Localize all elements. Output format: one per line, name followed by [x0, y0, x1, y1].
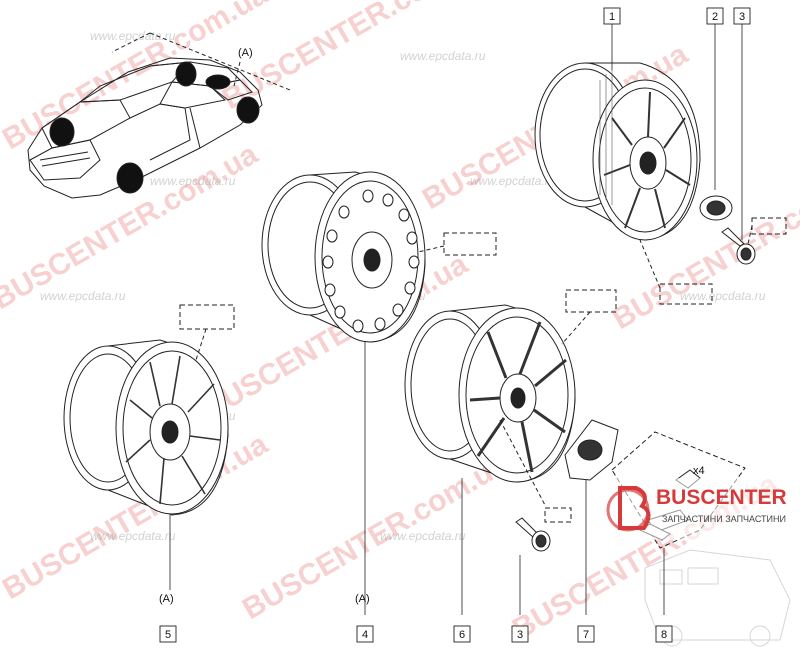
- wheel-rim-1: [534, 62, 701, 241]
- svg-text:7: 7: [583, 629, 589, 641]
- callout-2: 2: [706, 7, 724, 25]
- callout-8: 8: [655, 625, 673, 643]
- watermark-site: www.epcdata.ru: [400, 49, 486, 63]
- svg-text:4: 4: [362, 629, 368, 641]
- watermark-site: www.epcdata.ru: [380, 529, 466, 543]
- car-rear-right-wheel: [236, 96, 260, 124]
- wheel-bolt-3: [721, 227, 756, 265]
- wheel-bolt-3-lower: [515, 517, 551, 552]
- svg-text:3: 3: [739, 11, 745, 23]
- placeholder-box: [443, 232, 497, 256]
- placeholder-box: [659, 283, 713, 305]
- logo-text: BUSCENTER: [656, 486, 787, 509]
- svg-text:8: 8: [661, 629, 667, 641]
- bolt-quantity-label: x4: [693, 465, 705, 477]
- leader-lines: [611, 22, 743, 240]
- car-illustration: [27, 57, 263, 199]
- car-view-label: (A): [238, 47, 253, 59]
- svg-text:5: 5: [165, 629, 171, 641]
- svg-text:3: 3: [517, 629, 523, 641]
- callout-5: 5: [159, 625, 177, 643]
- callout-6: 6: [453, 625, 471, 643]
- hub-cap-2: [699, 195, 733, 221]
- buscenter-logo: BUSCENTER ЗАПЧАСТИНИ ЗАПЧАСТИНИ: [606, 478, 787, 540]
- watermark-site: www.epcdata.ru: [680, 289, 766, 303]
- logo-subtitle: ЗАПЧАСТИНИ ЗАПЧАСТИНИ: [662, 514, 786, 524]
- watermark-brand: BUSCENTER.com.ua: [237, 447, 514, 626]
- callout-3-top: 3: [733, 7, 751, 25]
- svg-text:2: 2: [712, 11, 718, 23]
- placeholder-box: [565, 289, 617, 313]
- watermark-site: www.epcdata.ru: [90, 529, 176, 543]
- watermark-site: www.epcdata.ru: [150, 174, 236, 188]
- wheel-5-view-label: (A): [159, 593, 174, 605]
- wheel-rim-4: [261, 171, 426, 343]
- placeholder-box: [544, 507, 572, 523]
- watermark-site: www.epcdata.ru: [40, 289, 126, 303]
- hub-cap-7: [564, 419, 619, 481]
- watermark-site: www.epcdata.ru: [90, 29, 176, 43]
- callout-1: 1: [603, 7, 621, 25]
- logo-emblem-icon: [606, 488, 650, 532]
- svg-text:6: 6: [459, 629, 465, 641]
- callout-4: 4: [356, 625, 374, 643]
- svg-text:1: 1: [609, 11, 615, 23]
- callout-7: 7: [577, 625, 595, 643]
- wheel-4-view-label: (A): [355, 593, 370, 605]
- car-front-right-wheel: [116, 162, 144, 194]
- car-front-left-wheel: [49, 117, 75, 147]
- wheel-rim-5: [63, 339, 229, 516]
- placeholder-box: [179, 304, 235, 330]
- car-rear-left-wheel: [175, 61, 197, 87]
- watermark-site: www.epcdata.ru: [470, 174, 556, 188]
- callout-3-bottom: 3: [511, 625, 529, 643]
- wheel-rim-6: [404, 304, 576, 483]
- car-view-indicator: [111, 32, 291, 91]
